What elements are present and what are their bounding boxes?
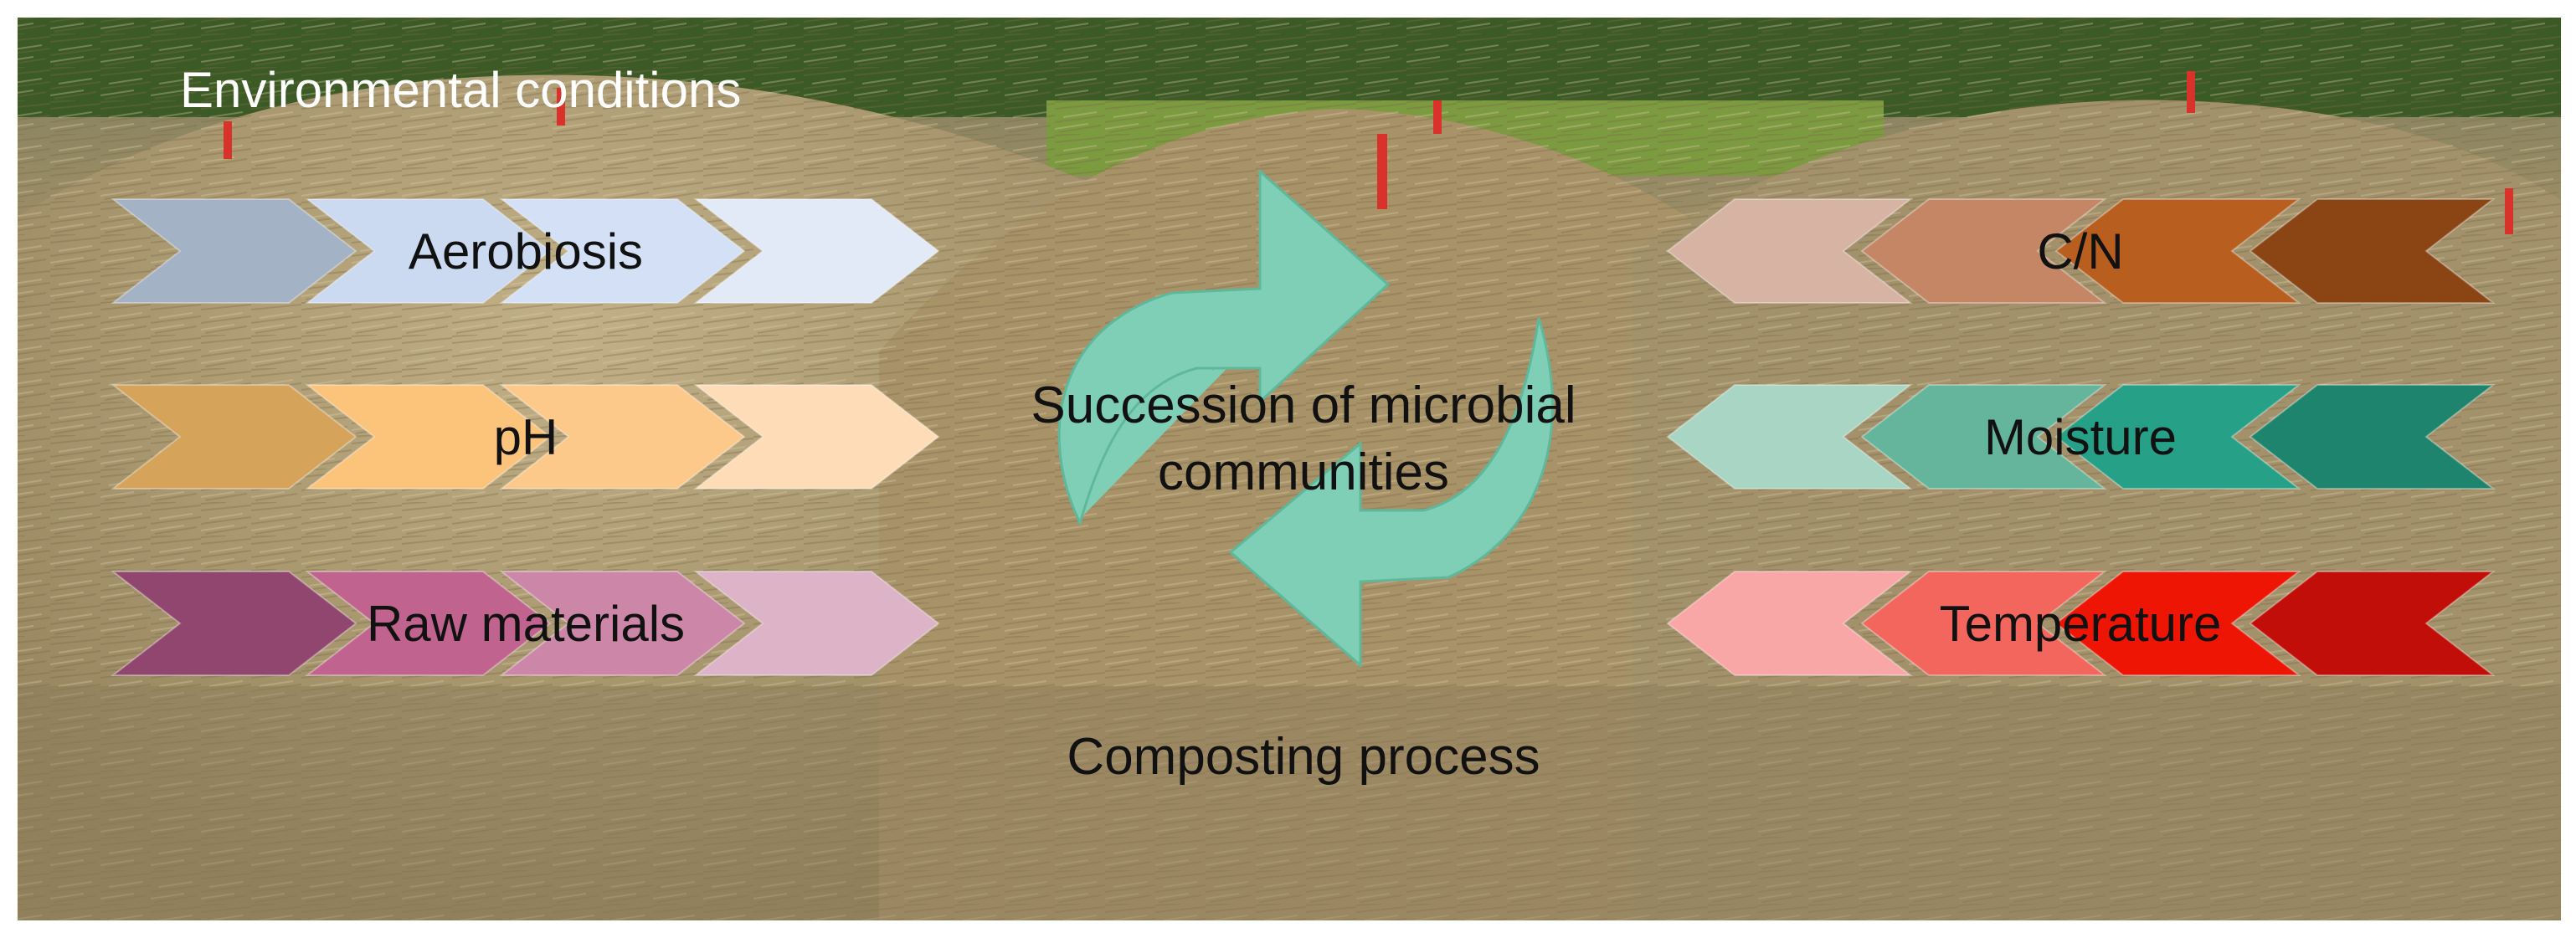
arrow-row-label: Raw materials [367,596,685,652]
chevron-arrow [111,571,357,676]
arrow-row-temperature: Temperature [1666,571,2496,676]
chevron-arrow [693,198,940,304]
left-arrow-rows: Aerobiosis pH Raw materials [111,198,940,676]
chevron-arrow [499,198,746,304]
chevron-arrow [693,571,940,676]
chevron-arrow [111,198,357,304]
process-label: Composting process [1067,728,1540,786]
chevron-arrow [1666,198,1913,304]
chevron-arrow [1860,384,2107,490]
diagram-title: Environmental conditions [180,62,741,118]
chevron-arrow [693,384,940,490]
chevron-arrow [2249,198,2496,304]
cycle-icon [1057,168,1554,669]
chevron-arrow [2054,384,2301,490]
marker-stake [224,121,232,159]
marker-stake [1433,100,1442,134]
arrow-row-ph: pH [111,384,940,490]
chevron-arrow [305,198,552,304]
chevron-arrow [305,571,552,676]
arrow-row-label: Moisture [1984,409,2177,465]
arrow-row-c-n: C/N [1666,198,2496,304]
chevron-arrow [499,571,746,676]
arrow-row-label: Aerobiosis [409,223,643,279]
chevron-arrow [2054,571,2301,676]
chevron-arrow [1860,198,2107,304]
ground [17,686,2562,921]
chevron-arrow [2054,198,2301,304]
arrow-row-raw-materials: Raw materials [111,571,940,676]
center-label-line1: Succession of microbial [1031,377,1576,434]
chevron-arrow [1666,384,1913,490]
marker-stake [557,88,565,126]
cycle-arrow-top-body [1057,168,1391,527]
chevron-arrow [305,384,552,490]
chevron-arrow [2249,384,2496,490]
arrow-row-aerobiosis: Aerobiosis [111,198,940,304]
chevron-arrow [499,384,746,490]
marker-stake [2505,188,2513,234]
cycle-arrow-bottom-body [1228,317,1554,669]
arrow-row-label: Temperature [1940,596,2222,652]
arrow-row-label: C/N [2037,223,2123,279]
marker-stake [1377,134,1387,209]
chevron-arrow [1666,571,1913,676]
marker-stake [2187,71,2195,113]
chevron-arrow [1860,571,2107,676]
chevron-arrow [111,384,357,490]
center-label-line2: communities [1158,443,1449,501]
chevron-arrow [2249,571,2496,676]
arrow-row-label: pH [494,409,558,465]
arrow-row-moisture: Moisture [1666,384,2496,490]
